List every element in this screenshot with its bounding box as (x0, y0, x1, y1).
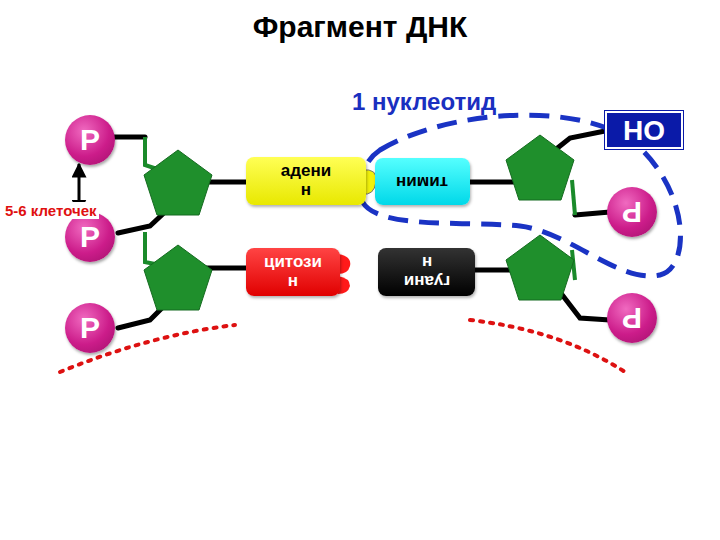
node-text: P (622, 195, 642, 229)
hydroxyl-box: OH (605, 111, 683, 149)
text-holder: тимин (396, 172, 448, 191)
diagram-title: Фрагмент ДНК (0, 10, 720, 44)
node-text: тимин (396, 172, 448, 191)
text-holder: P (622, 195, 642, 229)
text-holder: P (80, 220, 100, 254)
phosphate-circle: P (65, 212, 115, 262)
text-holder: аденин (279, 162, 334, 199)
node-text: P (80, 123, 100, 157)
phosphate-circle: P (65, 115, 115, 165)
phosphate-circle: P (65, 303, 115, 353)
text-holder: P (80, 311, 100, 345)
thymine-box: тимин (375, 158, 470, 205)
text-holder: P (622, 301, 642, 335)
cytosine-box: цитозин (246, 248, 340, 296)
node-text: P (622, 301, 642, 335)
node-text: гуанин (401, 253, 453, 290)
phosphate-circle: P (607, 293, 657, 343)
nucleotide-label: 1 нуклеотид (352, 88, 496, 116)
guanine-box: гуанин (378, 248, 475, 296)
node-text: OH (623, 114, 665, 146)
node-text: P (80, 311, 100, 345)
text-holder: гуанин (401, 253, 453, 290)
node-text: аденин (279, 162, 334, 199)
text-holder: P (80, 123, 100, 157)
text-holder: OH (623, 114, 665, 146)
node-text: P (80, 220, 100, 254)
text-holder: цитозин (262, 253, 324, 290)
phosphate-circle: P (607, 187, 657, 237)
distance-label: 5-6 клеточек (3, 202, 99, 219)
adenine-box: аденин (246, 157, 366, 205)
node-text: цитозин (262, 253, 324, 290)
